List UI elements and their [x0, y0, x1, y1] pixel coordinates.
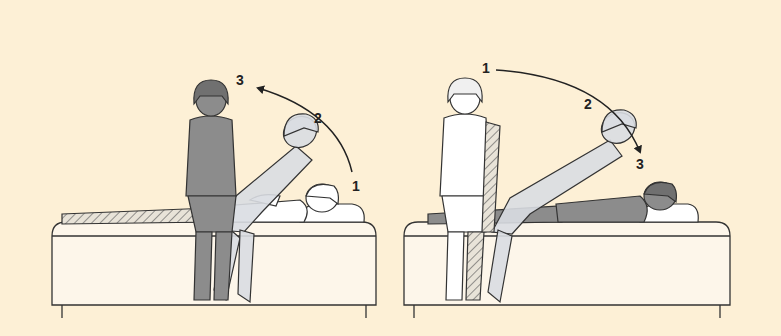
- rising-person-part: [278, 111, 322, 154]
- lowering-person-part: [488, 230, 512, 302]
- bed-part: [52, 222, 376, 305]
- sitting-person-part: [466, 232, 484, 300]
- bed: [52, 222, 376, 318]
- callout-number: 1: [482, 60, 490, 76]
- sitting-person-part: [448, 78, 482, 102]
- callout-number: 3: [236, 72, 244, 88]
- lying-person-part: [556, 196, 647, 222]
- lying-person-part: [306, 184, 338, 212]
- bed-part: [61, 305, 62, 318]
- sitting-person-part: [446, 232, 464, 300]
- bed-part: [413, 305, 414, 318]
- sitting-person: [186, 80, 236, 300]
- lying-person-part: [644, 182, 676, 210]
- sitting-person-part: [194, 80, 228, 104]
- sitting-person: [440, 78, 500, 300]
- bed-part: [404, 222, 730, 305]
- lying-person-part: [306, 184, 339, 204]
- bed: [404, 222, 730, 318]
- callout-number: 2: [314, 110, 322, 126]
- movement-arrow: [496, 70, 640, 152]
- callout-number: 1: [352, 178, 360, 194]
- rising-person-part: [284, 114, 318, 136]
- sitting-person-part: [194, 232, 212, 300]
- callout-number: 2: [584, 96, 592, 112]
- sitting-person-part: [482, 122, 500, 232]
- rising-person-part: [214, 226, 240, 300]
- bed-part: [719, 305, 720, 318]
- lying-person-part: [644, 182, 677, 202]
- lowering-person-part: [492, 140, 622, 234]
- callout-number: 3: [636, 156, 644, 172]
- bed-part: [52, 235, 376, 236]
- lowering-person-part: [596, 107, 639, 149]
- sitting-person-part: [186, 116, 236, 196]
- bed-part: [365, 305, 366, 318]
- sitting-person-part: [214, 232, 232, 300]
- rising-person-part: [238, 230, 254, 302]
- sitting-person-part: [188, 196, 236, 232]
- lowering-person: [488, 107, 640, 302]
- lowering-person-part: [602, 110, 636, 132]
- movement-arrow: [258, 88, 352, 172]
- sitting-person-part: [440, 114, 490, 196]
